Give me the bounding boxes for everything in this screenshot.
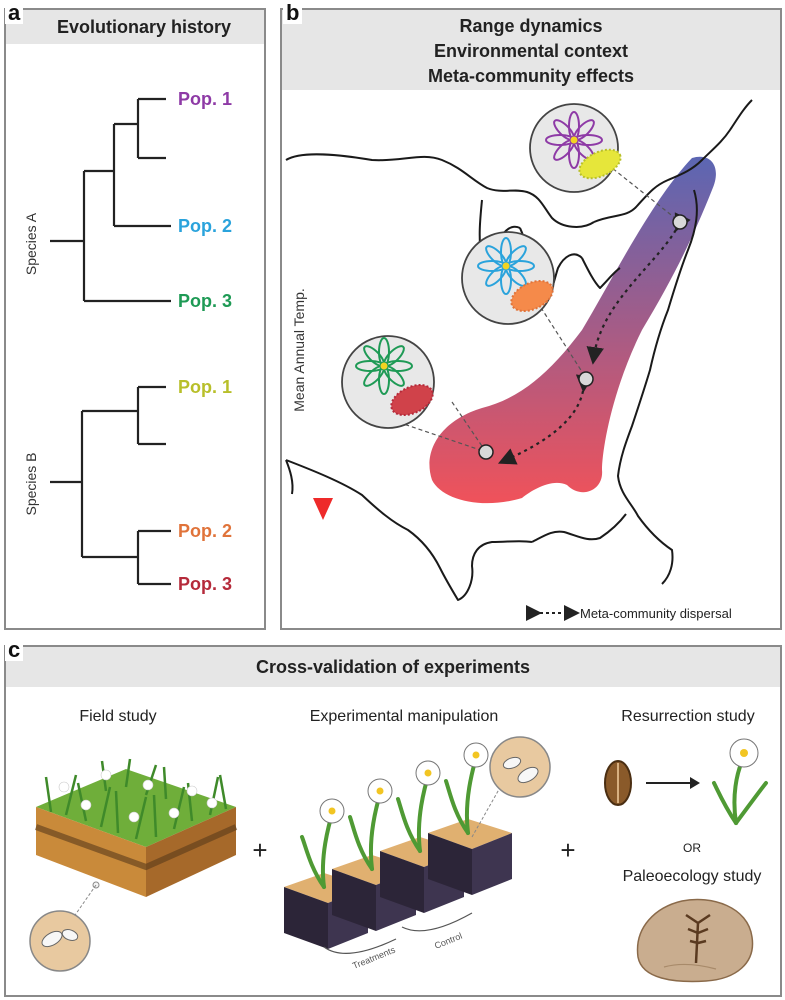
paleoecology-study-label: Paleoecology study (623, 868, 762, 885)
panel-b-header: Range dynamics Environmental context Met… (282, 10, 780, 90)
panel-c: Cross-validation of experiments Field st… (4, 645, 782, 997)
panel-b-title-line-2: Environmental context (433, 41, 629, 61)
panel-c-title: Cross-validation of experiments (255, 657, 531, 677)
field-plot (29, 758, 238, 972)
species-a-label: Species A (23, 212, 39, 275)
panel-b-title-line-3: Meta-community effects (427, 66, 635, 86)
phylogeny-tree: Species A Species B Pop. 1 Pop. 2 Pop. 3… (23, 89, 232, 594)
species-b-pop-3-label: Pop. 3 (178, 574, 232, 594)
resurrection-visual (604, 738, 768, 825)
pot-microbe-bubble (489, 736, 551, 798)
site-middle (578, 371, 594, 387)
species-range (429, 156, 716, 504)
temperature-arrow-head (313, 498, 333, 520)
species-a-pop-3-label: Pop. 3 (178, 291, 232, 311)
fossil-rock (636, 898, 754, 983)
community-bubble-middle (461, 231, 555, 325)
range-map: Mean Annual Temp. (285, 99, 753, 621)
experimental-pots: Treatments Control (284, 736, 551, 971)
panel-c-header: Cross-validation of experiments (6, 647, 780, 687)
community-bubble-south (341, 335, 435, 429)
temperature-axis-label: Mean Annual Temp. (291, 288, 307, 412)
dispersal-legend-label: Meta-community dispersal (580, 606, 732, 621)
panel-a: Evolutionary history (4, 8, 266, 630)
panel-b: Range dynamics Environmental context Met… (280, 8, 782, 630)
species-a-tree (50, 97, 171, 303)
panel-a-letter: a (5, 2, 24, 24)
experiments-illustration: Field study Experimental manipulation Re… (29, 708, 768, 983)
resurrection-study-label: Resurrection study (621, 708, 754, 725)
species-a-pop-1-label: Pop. 1 (178, 89, 232, 109)
panel-c-letter: c (5, 639, 24, 661)
panel-b-title-line-1: Range dynamics (459, 16, 603, 36)
site-connectors (391, 159, 681, 453)
site-south (478, 444, 494, 460)
experimental-manipulation-label: Experimental manipulation (310, 708, 499, 725)
site-north (672, 214, 688, 230)
dispersal-links (497, 212, 691, 465)
dispersal-legend: Meta-community dispersal (526, 605, 732, 621)
field-study-label: Field study (79, 708, 156, 725)
community-bubble-north (529, 103, 622, 193)
plus-sign-2: + (560, 835, 575, 865)
species-b-tree (50, 385, 171, 586)
control-label: Control (433, 931, 464, 951)
or-label: OR (683, 841, 701, 855)
panel-a-header: Evolutionary history (6, 10, 264, 44)
species-b-label: Species B (23, 452, 39, 515)
field-microbe-bubble (29, 910, 91, 972)
panel-a-title: Evolutionary history (56, 17, 232, 37)
plus-sign-1: + (252, 835, 267, 865)
species-b-pop-2-label: Pop. 2 (178, 521, 232, 541)
species-b-pop-1-label: Pop. 1 (178, 377, 232, 397)
species-a-pop-2-label: Pop. 2 (178, 216, 232, 236)
panel-b-letter: b (283, 2, 303, 24)
